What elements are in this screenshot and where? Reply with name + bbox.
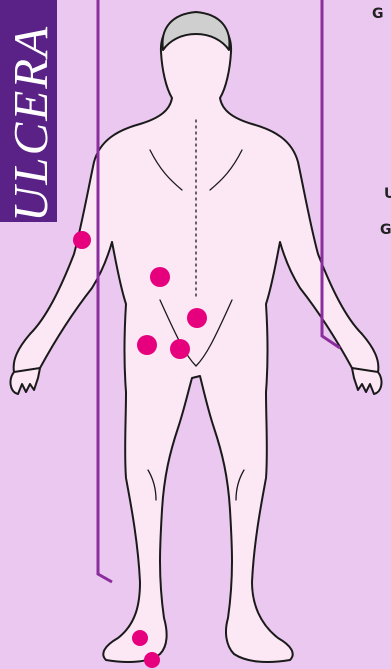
right-hand xyxy=(352,368,381,394)
ulcer-marker-sacrum xyxy=(187,308,207,328)
ulcer-marker-heel xyxy=(132,630,148,646)
title-banner: ULCERA xyxy=(0,0,57,222)
ulcer-marker-lower-back-upper xyxy=(150,267,170,287)
ulcer-marker-right-elbow xyxy=(73,231,91,249)
leader-line-left xyxy=(98,0,112,582)
ulcer-marker-left-buttock xyxy=(170,339,190,359)
edge-label-1: G xyxy=(372,6,384,22)
edge-label-2: U xyxy=(384,186,391,202)
body-outline xyxy=(14,20,379,662)
edge-label-3: G xyxy=(380,222,391,238)
ulcer-marker-left-hip xyxy=(137,335,157,355)
page-title: ULCERA xyxy=(6,25,55,222)
left-hand xyxy=(11,368,40,394)
ulcer-marker-heel-lower xyxy=(144,652,160,668)
